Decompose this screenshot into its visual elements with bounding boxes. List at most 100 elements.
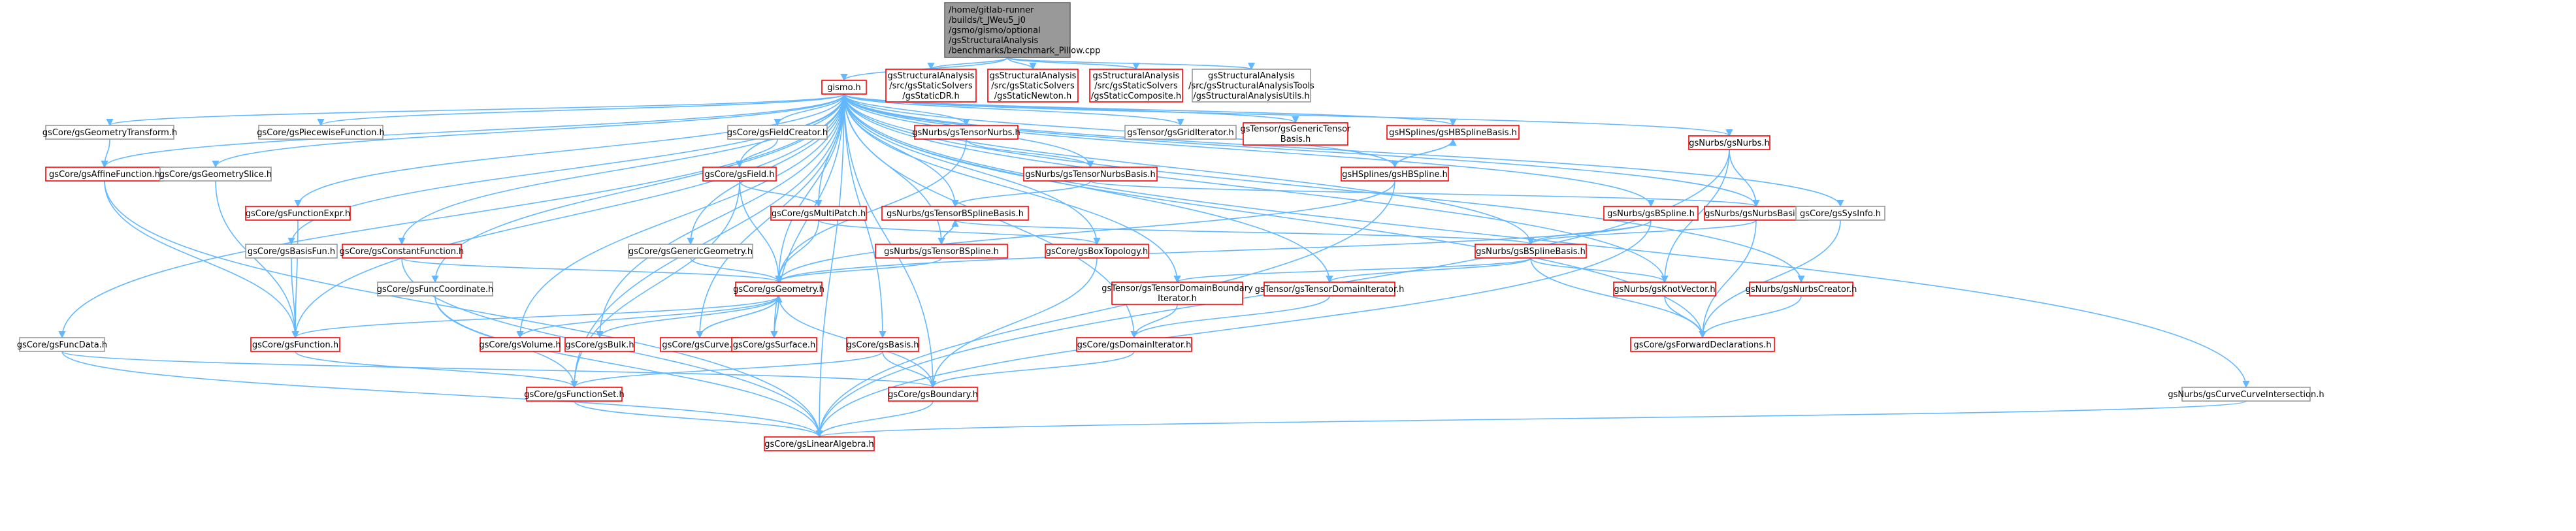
node-box[interactable] [1111, 282, 1243, 305]
node-funcexpr[interactable]: gsCore/gsFunctionExpr.h [245, 206, 351, 221]
node-bspline[interactable]: gsNurbs/gsBSpline.h [1603, 206, 1699, 221]
node-box[interactable] [159, 167, 272, 182]
node-box[interactable] [987, 69, 1079, 103]
node-bsbasis[interactable]: gsNurbs/gsBSplineBasis.h [1475, 244, 1587, 259]
node-tdbiter[interactable]: gsTensor/gsTensorDomainBoundaryIterator.… [1101, 282, 1253, 305]
node-box[interactable] [2181, 387, 2311, 402]
node-constfunc[interactable]: gsCore/gsConstantFunction.h [340, 244, 465, 259]
node-box[interactable] [702, 167, 777, 182]
node-box[interactable] [881, 206, 1029, 221]
node-box[interactable] [250, 337, 340, 352]
node-curve[interactable]: gsCore/gsCurve.h [660, 337, 740, 352]
node-box[interactable] [628, 244, 753, 259]
node-box[interactable] [1243, 122, 1348, 146]
node-hbsbasis[interactable]: gsHSplines/gsHBSplineBasis.h [1386, 125, 1520, 140]
node-volume[interactable]: gsCore/gsVolume.h [479, 337, 561, 352]
node-label: gsCore/gsForwardDeclarations.h [1634, 340, 1772, 350]
node-label: /builds/t_JWeu5_j0 [949, 16, 1026, 25]
node-box[interactable] [245, 244, 338, 259]
node-box[interactable] [1630, 337, 1775, 352]
node-nurbs[interactable]: gsNurbs/gsNurbs.h [1688, 135, 1770, 150]
node-geomslice[interactable]: gsCore/gsGeometrySlice.h [159, 167, 272, 182]
node-geomtrans[interactable]: gsCore/gsGeometryTransform.h [42, 125, 177, 140]
node-box[interactable] [727, 125, 828, 140]
node-tbspline[interactable]: gsNurbs/gsTensorBSpline.h [875, 244, 1008, 259]
node-box[interactable] [731, 337, 817, 352]
node-box[interactable] [846, 337, 919, 352]
node-box[interactable] [1264, 282, 1395, 297]
node-tensornurbs[interactable]: gsNurbs/gsTensorNurbs.h [912, 125, 1020, 140]
node-box[interactable] [45, 125, 174, 140]
node-box[interactable] [735, 282, 823, 297]
node-box[interactable] [1045, 244, 1149, 259]
node-bulk[interactable]: gsCore/gsBulk.h [564, 337, 635, 352]
node-griditer[interactable]: gsTensor/gsGridIterator.h [1124, 125, 1237, 140]
node-nurbsbasis[interactable]: gsNurbs/gsNurbsBasis.h [1704, 206, 1808, 221]
node-basis[interactable]: gsCore/gsBasis.h [846, 337, 919, 352]
node-sautils[interactable]: gsStructuralAnalysis/src/gsStructuralAna… [1188, 69, 1314, 103]
node-box[interactable] [1023, 167, 1158, 182]
node-funcdata[interactable]: gsCore/gsFuncData.h [17, 337, 107, 352]
node-knotvec[interactable]: gsNurbs/gsKnotVector.h [1613, 282, 1716, 297]
node-multipatch[interactable]: gsCore/gsMultiPatch.h [770, 206, 867, 221]
node-boxtopo[interactable]: gsCore/gsBoxTopology.h [1045, 244, 1149, 259]
node-box[interactable] [1076, 337, 1192, 352]
node-genericgeom[interactable]: gsCore/gsGenericGeometry.h [628, 244, 753, 259]
node-boundary[interactable]: gsCore/gsBoundary.h [888, 387, 978, 402]
node-box[interactable] [19, 337, 105, 352]
node-box[interactable] [480, 337, 561, 352]
node-box[interactable] [1749, 282, 1853, 297]
node-tditer[interactable]: gsTensor/gsTensorDomainIterator.h [1255, 282, 1405, 297]
node-surface[interactable]: gsCore/gsSurface.h [731, 337, 817, 352]
node-box[interactable] [944, 2, 1071, 58]
node-basisfun[interactable]: gsCore/gsBasisFun.h [245, 244, 338, 259]
node-sdr[interactable]: gsStructuralAnalysis/src/gsStaticSolvers… [885, 69, 977, 103]
node-gismo[interactable]: gismo.h [821, 80, 867, 95]
node-funccoord[interactable]: gsCore/gsFuncCoordinate.h [377, 282, 494, 297]
node-nurbscreator[interactable]: gsNurbs/gsNurbsCreator.h [1746, 282, 1857, 297]
node-box[interactable] [1386, 125, 1520, 140]
node-box[interactable] [1613, 282, 1716, 297]
node-box[interactable] [821, 80, 867, 95]
node-piecewise[interactable]: gsCore/gsPiecewiseFunction.h [257, 125, 385, 140]
node-box[interactable] [526, 387, 623, 402]
node-tnbasis[interactable]: gsNurbs/gsTensorNurbsBasis.h [1023, 167, 1158, 182]
node-sysinfo[interactable]: gsCore/gsSysInfo.h [1795, 206, 1885, 221]
node-root[interactable]: /home/gitlab-runner/builds/t_JWeu5_j0/gs… [944, 2, 1100, 58]
node-box[interactable] [770, 206, 867, 221]
node-box[interactable] [245, 206, 351, 221]
node-box[interactable] [564, 337, 635, 352]
node-tbsbasis[interactable]: gsNurbs/gsTensorBSplineBasis.h [881, 206, 1029, 221]
node-box[interactable] [1089, 69, 1183, 103]
node-domiter[interactable]: gsCore/gsDomainIterator.h [1076, 337, 1192, 352]
node-box[interactable] [764, 436, 875, 451]
node-box[interactable] [1192, 69, 1311, 103]
node-label: /src/gsStaticSolvers [889, 81, 973, 91]
node-snewton[interactable]: gsStructuralAnalysis/src/gsStaticSolvers… [987, 69, 1079, 103]
node-box[interactable] [1124, 125, 1237, 140]
node-box[interactable] [1603, 206, 1699, 221]
node-affine[interactable]: gsCore/gsAffineFunction.h [45, 167, 164, 182]
node-fieldcreator[interactable]: gsCore/gsFieldCreator.h [727, 125, 828, 140]
node-funcset[interactable]: gsCore/gsFunctionSet.h [524, 387, 625, 402]
node-function[interactable]: gsCore/gsFunction.h [250, 337, 340, 352]
node-cci[interactable]: gsNurbs/gsCurveCurveIntersection.h [2168, 387, 2324, 402]
node-fwddecl[interactable]: gsCore/gsForwardDeclarations.h [1630, 337, 1775, 352]
node-linalg[interactable]: gsCore/gsLinearAlgebra.h [764, 436, 875, 451]
node-box[interactable] [888, 387, 978, 402]
node-box[interactable] [342, 244, 462, 259]
node-field[interactable]: gsCore/gsField.h [702, 167, 777, 182]
node-box[interactable] [885, 69, 977, 103]
node-box[interactable] [1688, 135, 1770, 150]
node-box[interactable] [914, 125, 1019, 140]
node-scomp[interactable]: gsStructuralAnalysis/src/gsStaticSolvers… [1089, 69, 1183, 103]
node-box[interactable] [1795, 206, 1885, 221]
node-hbspline[interactable]: gsHSplines/gsHBSpline.h [1341, 167, 1449, 182]
node-box[interactable] [377, 282, 493, 297]
node-box[interactable] [258, 125, 383, 140]
node-box[interactable] [875, 244, 1008, 259]
node-box[interactable] [1475, 244, 1587, 259]
node-geometry[interactable]: gsCore/gsGeometry.h [733, 282, 824, 297]
node-box[interactable] [1341, 167, 1449, 182]
